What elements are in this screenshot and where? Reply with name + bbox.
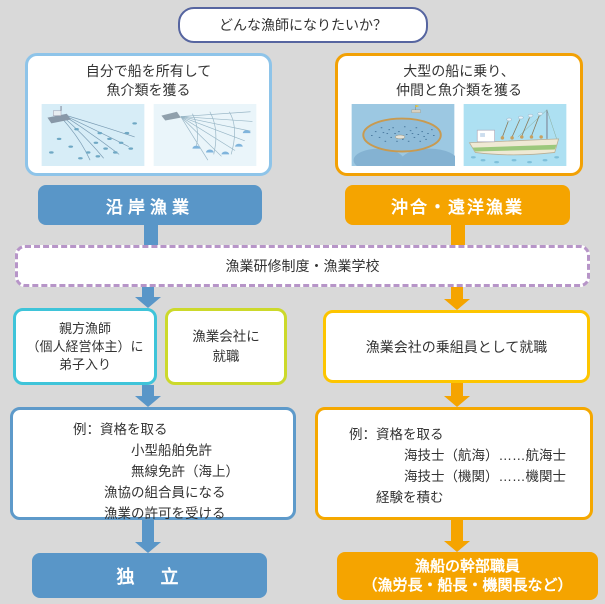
coastal-example-line2: 小型船舶免許 [131, 443, 212, 458]
coastal-fishery-label: 沿岸漁業 [38, 185, 262, 225]
apprentice-line2: （個人経営体主）に [26, 338, 144, 354]
coastal-down-arrow-3 [135, 520, 161, 553]
offshore-down-arrow-3 [444, 520, 470, 552]
coastal-example-line5: 漁業の許可を受ける [104, 506, 226, 521]
independence-label: 独 立 [116, 566, 183, 587]
officer-outcome-box: 漁船の幹部職員 （漁労長・船長・機関長など） [337, 552, 598, 600]
offshore-desc-line1: 大型の船に乗り、 [403, 63, 515, 79]
coastal-example-line4: 漁協の組合員になる [104, 485, 226, 500]
coastal-connector [144, 224, 158, 248]
offshore-example-line3: 海技士（機関）……機関士 [404, 469, 566, 484]
crew-label: 漁業会社の乗組員として就職 [365, 338, 548, 355]
offshore-illustrations [338, 104, 580, 166]
offshore-example-line4: 経験を積む [376, 490, 444, 505]
offshore-desc-line2: 仲間と魚介類を獲る [396, 82, 522, 98]
training-box: 漁業研修制度・漁業学校 [15, 245, 590, 287]
offshore-down-arrow-1 [444, 287, 470, 310]
officer-line2: （漁労長・船長・機関長など） [362, 577, 573, 594]
offshore-choice-card: 大型の船に乗り、 仲間と魚介類を獲る [335, 53, 583, 176]
offshore-choice-title: 大型の船に乗り、 仲間と魚介類を獲る [338, 56, 580, 100]
offshore-example-box: 例：資格を取る 海技士（航海）……航海士 海技士（機関）……機関士 経験を積む [315, 407, 593, 520]
coastal-fishery-label-text: 沿岸漁業 [106, 197, 194, 217]
coastal-example-line3: 無線免許（海上） [131, 464, 239, 479]
question-label: どんな漁師になりたいか？ [219, 17, 387, 33]
apprentice-line3: 弟子入り [58, 356, 111, 372]
crew-path-box: 漁業会社の乗組員として就職 [323, 310, 590, 383]
apprentice-path-box: 親方漁師 （個人経営体主）に 弟子入り [13, 308, 157, 385]
coastal-example-box: 例：資格を取る 小型船舶免許 無線免許（海上） 漁協の組合員になる 漁業の許可を… [10, 407, 296, 521]
offshore-example-line2: 海技士（航海）……航海士 [404, 448, 566, 463]
coastal-choice-card: 自分で船を所有して 魚介類を獲る [25, 53, 272, 176]
trawl-net-illustration [153, 104, 256, 166]
purse-seine-illustration [351, 104, 455, 166]
officer-line1: 漁船の幹部職員 [414, 558, 520, 575]
company-path-box: 漁業会社に 就職 [165, 308, 287, 385]
company-line1: 漁業会社に [192, 328, 260, 344]
independence-outcome-box: 独 立 [32, 553, 267, 598]
coastal-desc-line1: 自分で船を所有して [85, 63, 212, 79]
pole-line-boat-illustration [463, 104, 567, 166]
coastal-down-arrow-1 [135, 287, 161, 308]
coastal-down-arrow-2 [135, 385, 161, 407]
offshore-down-arrow-2 [444, 383, 470, 407]
coastal-example-line1: 例：資格を取る [73, 422, 168, 437]
coastal-desc-line2: 魚介類を獲る [106, 82, 191, 98]
question-box: どんな漁師になりたいか？ [178, 7, 428, 43]
offshore-connector [451, 224, 465, 248]
coastal-illustrations [28, 104, 269, 166]
training-label: 漁業研修制度・漁業学校 [225, 258, 380, 274]
offshore-fishery-label-text: 沖合・遠洋漁業 [391, 197, 524, 217]
trolling-boat-illustration [41, 104, 144, 166]
company-line2: 就職 [212, 348, 240, 364]
offshore-example-line1: 例：資格を取る [349, 427, 444, 442]
offshore-fishery-label: 沖合・遠洋漁業 [345, 185, 570, 225]
coastal-choice-title: 自分で船を所有して 魚介類を獲る [28, 56, 269, 100]
apprentice-line1: 親方漁師 [58, 320, 111, 336]
